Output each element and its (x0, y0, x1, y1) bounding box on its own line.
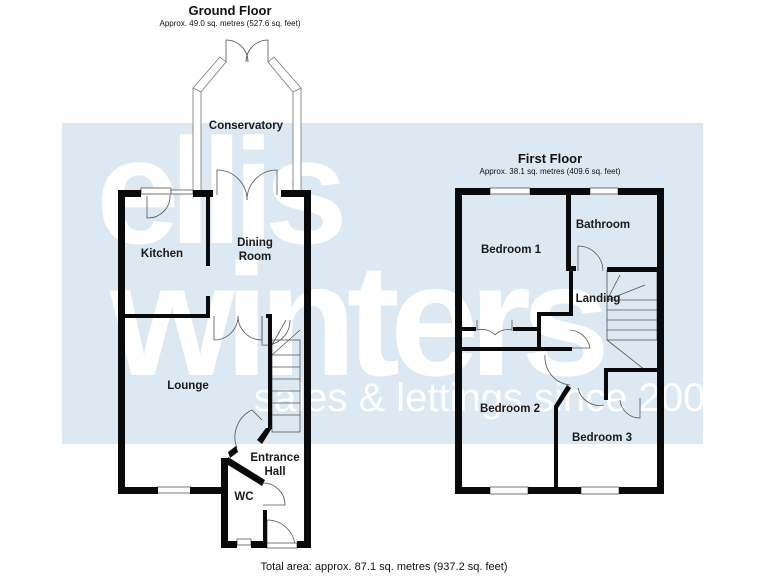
watermark-tagline: sales & lettings since 2001 (254, 376, 728, 420)
room-label-conservatory: Conservatory (208, 120, 284, 132)
first-floor-area: Approx. 38.1 sq. metres (409.6 sq. feet) (479, 167, 621, 176)
room-label-bedroom-3: Bedroom 3 (571, 432, 633, 444)
first-floor-title: First Floor (517, 151, 583, 166)
ground-floor-area: Approx. 49.0 sq. metres (527.6 sq. feet) (159, 19, 301, 28)
entrance-hall-line2: Hall (264, 466, 286, 478)
dining-room-line1: Dining (237, 237, 273, 249)
ground-floor-heading: Ground Floor Approx. 49.0 sq. metres (52… (130, 3, 330, 28)
first-floor-heading: First Floor Approx. 38.1 sq. metres (409… (450, 151, 650, 176)
ground-floor-title: Ground Floor (188, 3, 272, 18)
room-label-landing: Landing (575, 293, 621, 305)
room-label-wc: WC (234, 491, 254, 503)
watermark-band (62, 123, 703, 444)
ground-floor-walls (118, 190, 311, 548)
room-label-bedroom-1: Bedroom 1 (480, 244, 542, 256)
room-label-dining-room: Dining Room (225, 236, 285, 264)
first-floor-fixtures (476, 187, 658, 495)
watermark-logo-winters: winters (110, 230, 610, 409)
room-label-entrance-hall: Entrance Hall (245, 451, 305, 479)
entrance-hall-line1: Entrance (250, 452, 300, 464)
total-area: Total area: approx. 87.1 sq. metres (937… (260, 561, 508, 573)
room-label-bedroom-2: Bedroom 2 (479, 403, 541, 415)
dining-room-line2: Room (238, 251, 272, 263)
room-label-lounge: Lounge (167, 380, 209, 392)
first-floor-walls (455, 188, 664, 494)
room-label-kitchen: Kitchen (140, 248, 184, 260)
room-label-bathroom: Bathroom (575, 219, 631, 231)
